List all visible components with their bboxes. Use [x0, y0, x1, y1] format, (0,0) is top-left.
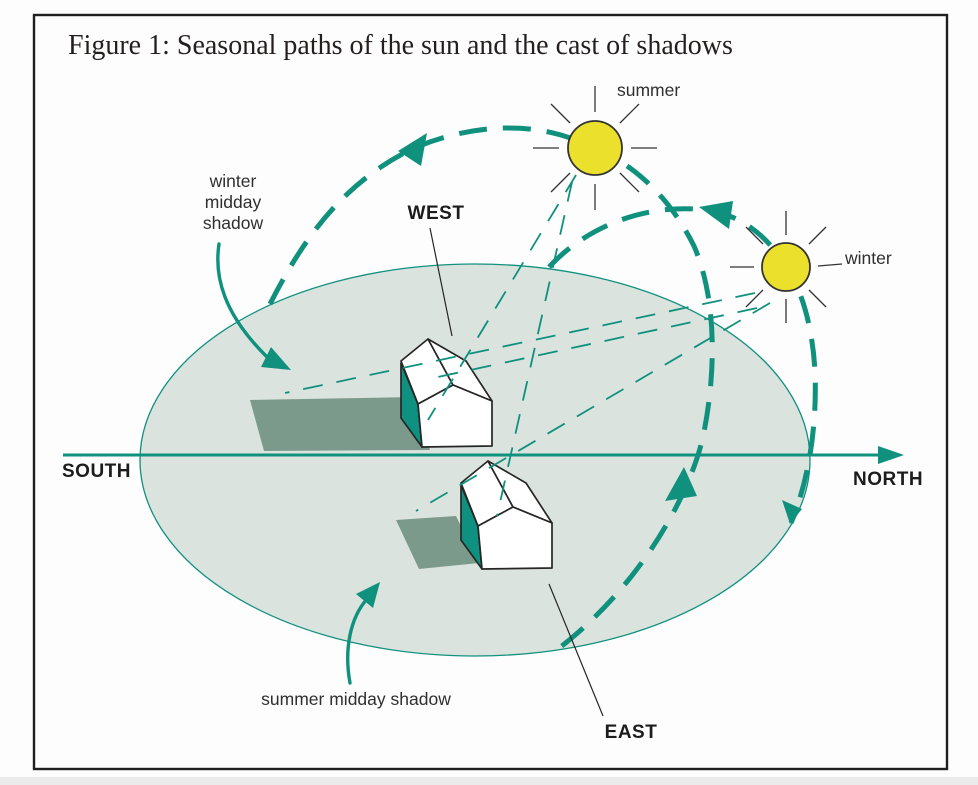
compass-east-label: EAST	[605, 722, 658, 743]
winter-midday-shadow-label: winter midday shadow	[203, 171, 264, 233]
winter-sun-disc	[761, 242, 811, 292]
figure-title: Figure 1: Seasonal paths of the sun and …	[68, 30, 733, 61]
summer-shadow-pointer	[346, 582, 380, 685]
summer-shadow-pointer-curve	[346, 597, 369, 685]
winter-shadow-label-line1: winter	[209, 171, 257, 191]
summer-path-rising-arrowhead	[665, 467, 697, 501]
figure-border	[32, 13, 949, 771]
summer-midday-shadow-label: summer midday shadow	[261, 689, 451, 709]
summer-shadow-pointer-arrowhead	[356, 582, 380, 608]
compass-south-label: SOUTH	[62, 461, 131, 482]
winter-shadow-pointer-curve	[216, 242, 268, 358]
ground-plane-ellipse	[139, 263, 811, 657]
winter-sun	[730, 211, 843, 323]
house-east-front-face	[477, 506, 553, 570]
winter-path-rising-arrowhead	[782, 500, 802, 524]
winter-ray-long	[284, 292, 756, 394]
summer-sun-rays	[533, 86, 657, 210]
winter-sun-label: winter	[844, 248, 892, 268]
summer-ray-to-west-house	[427, 174, 577, 421]
winter-shadow-pointer	[216, 242, 291, 370]
west-leader-line	[429, 227, 453, 337]
house-west	[400, 338, 493, 448]
east-leader-line	[548, 583, 604, 717]
winter-shadow-label-line2: midday	[205, 192, 262, 212]
summer-ray-to-east-house	[496, 181, 573, 517]
summer-sun-label: summer	[617, 80, 680, 100]
summer-midday-shadow-shape	[396, 516, 479, 569]
compass-west-label: WEST	[408, 203, 465, 224]
summer-sun-path-arc	[267, 125, 715, 651]
house-east	[460, 460, 553, 570]
winter-shadow-pointer-arrowhead	[261, 347, 291, 370]
winter-midday-shadow-shape	[250, 397, 430, 451]
summer-sun-disc	[567, 120, 623, 176]
bottom-strip	[0, 777, 978, 785]
summer-path-west-arrowhead	[398, 133, 427, 166]
winter-sun-rays	[730, 211, 843, 323]
north-axis-arrowhead	[878, 446, 904, 464]
winter-path-west-arrowhead	[699, 201, 733, 229]
winter-shadow-label-line3: shadow	[203, 213, 264, 233]
summer-sun	[533, 86, 657, 210]
compass-north-label: NORTH	[853, 469, 923, 490]
